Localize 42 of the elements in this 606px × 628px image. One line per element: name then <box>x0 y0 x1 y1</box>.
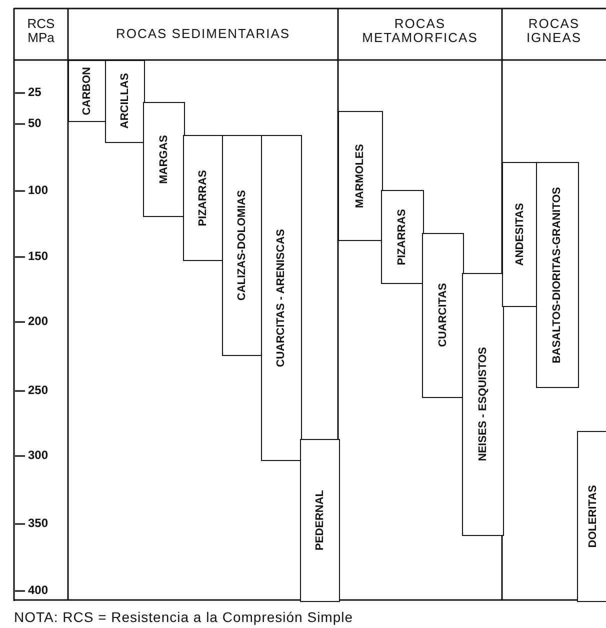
tick-label: 150 <box>28 249 48 263</box>
range-bar <box>68 60 106 122</box>
rock-name-label: PIZARRAS <box>396 208 408 265</box>
tick-label: 250 <box>28 383 48 397</box>
rock-name-label: PEDERNAL <box>314 490 326 550</box>
rock-name-label: PIZARRAS <box>197 170 210 226</box>
range-bar <box>300 439 340 602</box>
range-bar <box>143 102 184 216</box>
range-bar <box>183 135 224 260</box>
rock-name-label: CUARCITAS <box>436 283 449 348</box>
range-bar <box>502 162 538 306</box>
rock-name-label: CARBON <box>81 66 94 115</box>
rock-name-label: ANDESITAS <box>514 202 526 266</box>
rock-name-label: CALIZAS-DOLOMIAS <box>236 190 248 301</box>
range-bar <box>422 233 464 398</box>
rock-name-label: DOLERITAS <box>587 484 600 548</box>
tick-label: 25 <box>28 85 42 99</box>
column-header: ROCAS METAMORFICAS <box>361 17 479 45</box>
range-bar <box>261 135 302 460</box>
column-header: ROCAS SEDIMENTARIAS <box>114 27 292 41</box>
tick-label: 400 <box>28 583 48 597</box>
rock-name-label: CUARCITAS - ARENISCAS <box>275 228 288 367</box>
tick-label: 50 <box>28 116 42 130</box>
tick-label: 100 <box>28 183 48 197</box>
rock-name-label: MARMOLES <box>354 144 366 208</box>
note-text: NOTA: RCS = Resistencia a la Compresión Simple <box>14 609 354 625</box>
rock-name-label: MARGAS <box>158 134 170 184</box>
range-bar <box>536 162 578 388</box>
tick-label: 300 <box>28 448 48 462</box>
range-bar <box>577 431 606 602</box>
rock-name-label: ARCILLAS <box>118 73 131 130</box>
tick-label: 200 <box>28 314 48 328</box>
column-header: ROCAS IGNEAS <box>525 17 583 45</box>
rock-name-label: NEISES - ESQUISTOS <box>476 347 489 462</box>
tick-label: 350 <box>28 516 48 530</box>
range-bar <box>338 111 382 240</box>
range-bar <box>381 190 424 284</box>
range-bar <box>222 135 262 356</box>
range-bar <box>462 273 504 536</box>
axis-title: RCS MPa <box>26 17 56 45</box>
rock-name-label: BASALTOS-DIORITAS-GRANITOS <box>551 186 564 363</box>
range-bar <box>105 60 144 142</box>
